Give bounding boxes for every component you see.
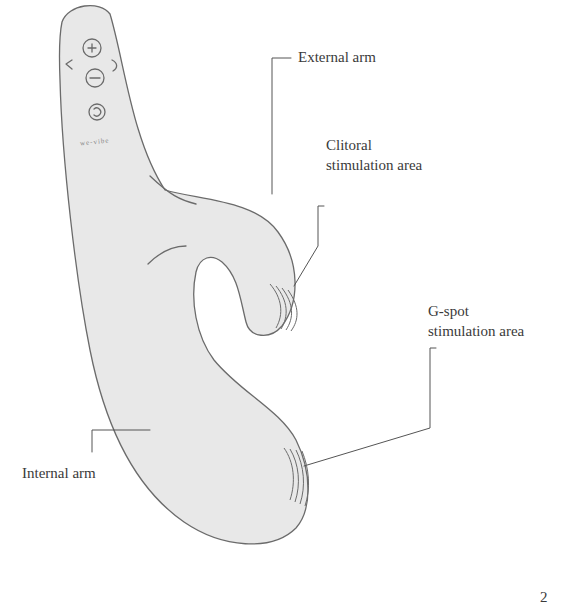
- arm-seam: [150, 176, 196, 204]
- part-label: Internal arm: [22, 464, 96, 484]
- device-outline: [59, 6, 308, 544]
- ridge-line: [302, 451, 309, 506]
- ridge-line: [290, 449, 298, 502]
- mode-button: [89, 104, 105, 120]
- inner-crease: [148, 246, 186, 264]
- ridge-line: [282, 288, 292, 330]
- right-button: [112, 60, 117, 71]
- ridge-line: [296, 450, 303, 504]
- mode-symbol: [94, 108, 101, 116]
- part-label: Clitoral stimulation area: [326, 136, 438, 175]
- part-label: External arm: [298, 48, 376, 68]
- leader-line: [272, 58, 291, 194]
- part-label: G-spot stimulation area: [428, 302, 540, 341]
- page-number: 2: [540, 588, 548, 608]
- left-button: [66, 60, 72, 69]
- leader-line: [92, 430, 150, 452]
- leader-line: [304, 348, 436, 466]
- ridge-line: [288, 290, 297, 331]
- minus-button: [86, 69, 104, 87]
- minus-symbol: [90, 77, 100, 78]
- ridges: [270, 284, 309, 506]
- plus-button: [83, 39, 101, 57]
- ridge-line: [284, 448, 293, 500]
- leader-line: [294, 206, 324, 286]
- plus-symbol: [88, 44, 96, 52]
